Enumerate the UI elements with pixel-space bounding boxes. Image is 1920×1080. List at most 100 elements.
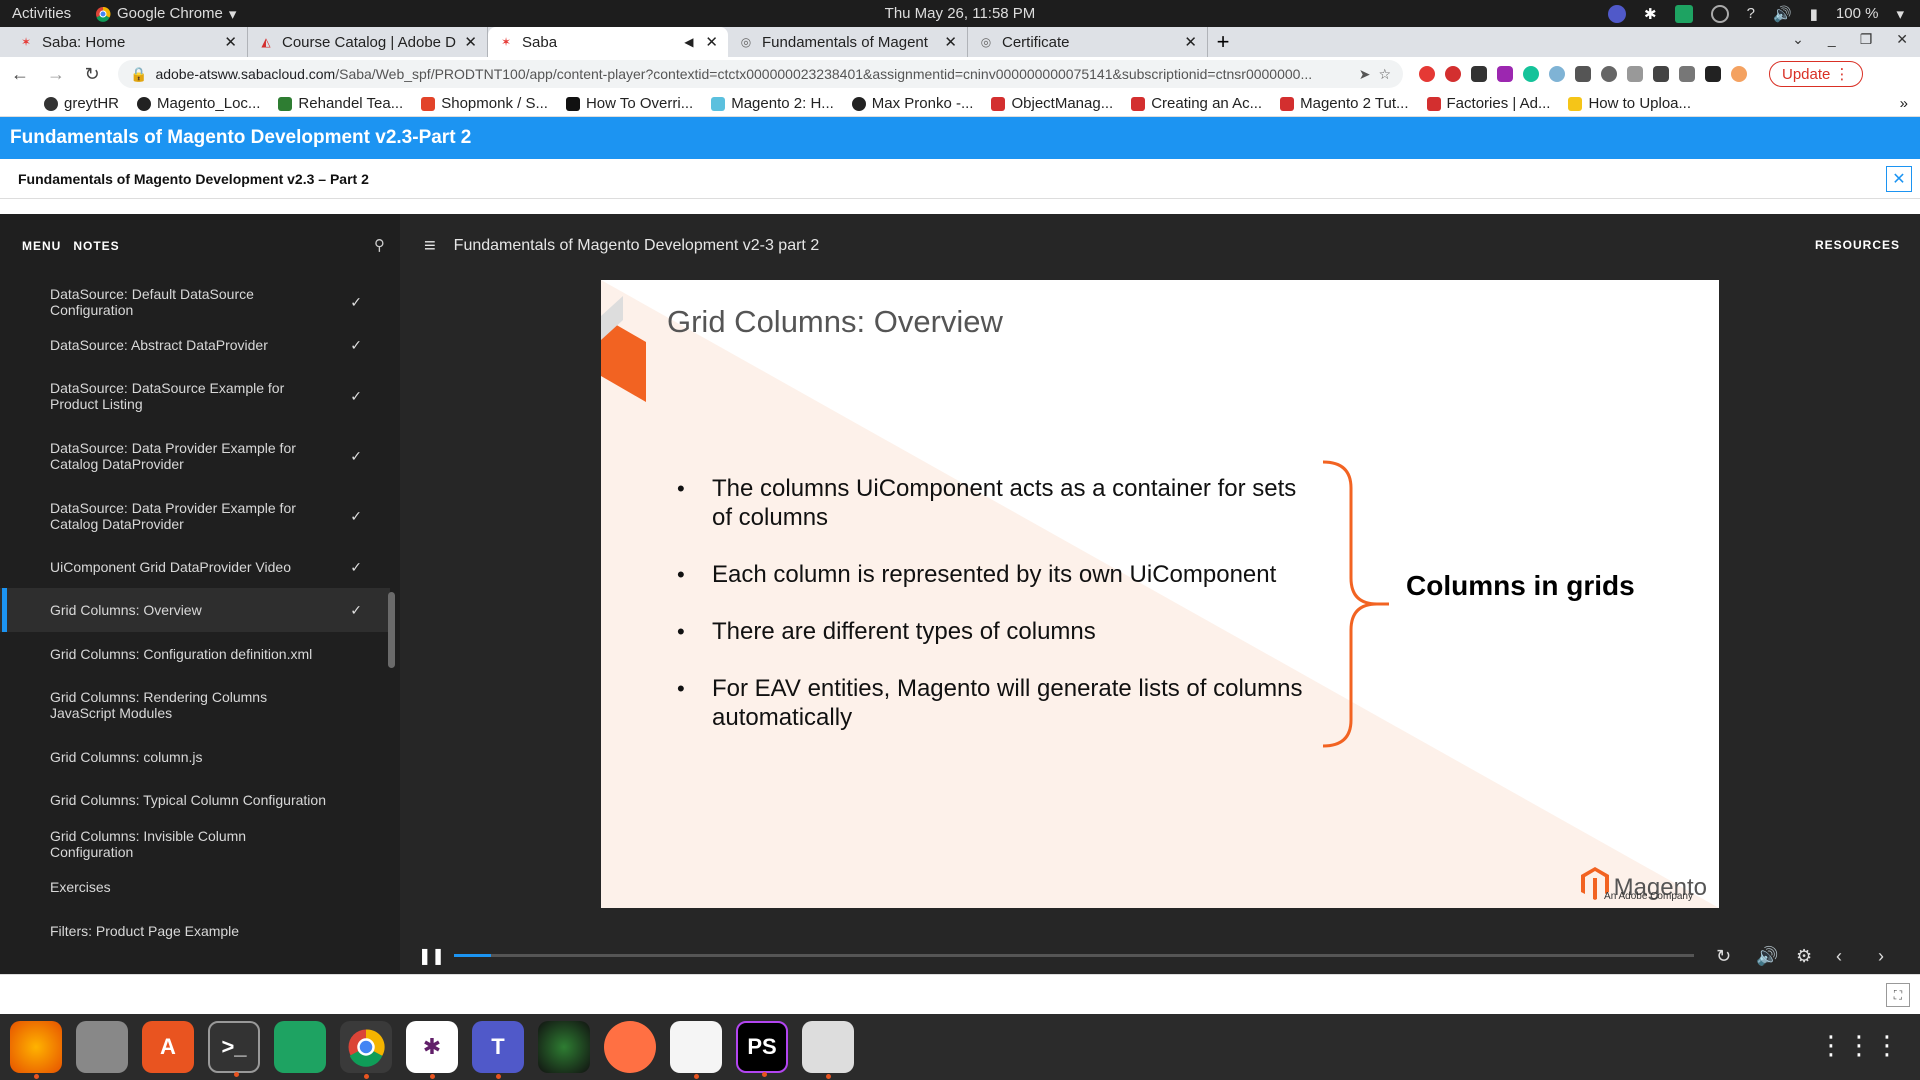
bookmark-item[interactable]: greytHR	[44, 95, 119, 112]
list-item[interactable]: Exercises	[0, 865, 390, 909]
bookmark-item[interactable]: Shopmonk / S...	[421, 95, 548, 112]
software-icon[interactable]: A	[142, 1021, 194, 1073]
list-item[interactable]: UiComponent Grid DataProvider Video✓	[0, 545, 390, 588]
tab-saba[interactable]: ✶ Saba ◀ ✕	[488, 27, 728, 57]
new-tab-button[interactable]: +	[1216, 29, 1230, 54]
sync-tray-icon[interactable]	[1710, 4, 1729, 23]
bookmark-star-icon[interactable]: ☆	[1378, 65, 1391, 82]
hamburger-icon[interactable]: ≡	[424, 234, 436, 257]
bookmark-item[interactable]: ObjectManag...	[991, 95, 1113, 112]
volume-icon[interactable]: 🔊	[1756, 945, 1779, 966]
bookmark-item[interactable]: Factories | Ad...	[1426, 95, 1550, 112]
show-apps-icon[interactable]: ⋮⋮⋮	[1818, 1030, 1902, 1060]
send-icon[interactable]: ➤	[1358, 65, 1371, 82]
extension-icon[interactable]	[1419, 66, 1435, 82]
more-bookmarks-icon[interactable]: »	[1899, 95, 1908, 112]
bookmark-item[interactable]: Rehandel Tea...	[278, 95, 403, 112]
extension-icon[interactable]	[1497, 66, 1513, 82]
bookmark-item[interactable]: How To Overri...	[565, 95, 693, 112]
adblock-icon[interactable]	[1445, 66, 1461, 82]
list-item[interactable]: DataSource: Default DataSource Configura…	[0, 280, 390, 323]
phpstorm-icon[interactable]: PS	[736, 1021, 788, 1077]
extension-icon[interactable]	[1627, 66, 1643, 82]
chrome-icon[interactable]	[340, 1021, 392, 1079]
restore-icon[interactable]: ❐	[1859, 31, 1873, 47]
avatar[interactable]	[1731, 66, 1747, 82]
battery-icon[interactable]: ▮	[1809, 5, 1818, 23]
tab-notes[interactable]: NOTES	[73, 239, 120, 253]
address-bar[interactable]: 🔒 adobe-atsww.sabacloud.com/Saba/Web_spf…	[118, 60, 1403, 88]
grammarly-icon[interactable]	[1523, 66, 1539, 82]
chat-icon[interactable]	[274, 1021, 326, 1073]
help-icon[interactable]: ?	[1746, 5, 1755, 22]
list-item[interactable]: Grid Columns: Invisible Column Configura…	[0, 822, 390, 865]
teams-icon[interactable]: T	[472, 1021, 524, 1079]
slack-icon[interactable]: ✱	[406, 1021, 458, 1079]
close-icon[interactable]: ✕	[224, 34, 237, 51]
close-icon[interactable]: ✕	[1184, 34, 1197, 51]
activities-button[interactable]: Activities	[12, 5, 72, 22]
side-panel-icon[interactable]	[1705, 66, 1721, 82]
teams-tray-icon[interactable]	[1608, 4, 1627, 23]
sidebar-scrollbar[interactable]	[388, 592, 395, 668]
list-item[interactable]: Grid Columns: Rendering Columns JavaScri…	[0, 675, 390, 735]
text-editor-icon[interactable]	[670, 1021, 722, 1079]
extension-icon[interactable]	[1575, 66, 1591, 82]
volume-icon[interactable]: 🔊	[1772, 5, 1792, 23]
next-icon[interactable]: ›	[1878, 945, 1884, 966]
list-item[interactable]: Grid Columns: Configuration definition.x…	[0, 632, 390, 675]
tab-saba-home[interactable]: ✶ Saba: Home ✕	[8, 27, 248, 57]
app-menu[interactable]: Google Chrome ▾	[95, 5, 236, 23]
extension-icon[interactable]	[1471, 66, 1487, 82]
tab-course-catalog[interactable]: ◭ Course Catalog | Adobe D ✕	[248, 27, 488, 57]
extension-icon[interactable]	[1549, 66, 1565, 82]
terminal-icon[interactable]: >_	[208, 1021, 260, 1077]
tab-menu[interactable]: MENU	[22, 239, 62, 253]
close-icon[interactable]: ✕	[705, 34, 718, 51]
fullscreen-icon[interactable]: ⛶	[1886, 983, 1910, 1007]
search-icon[interactable]: ⚲	[374, 237, 386, 254]
tab-certificate[interactable]: ◎ Certificate ✕	[968, 27, 1208, 57]
bookmark-item[interactable]: Max Pronko -...	[851, 95, 973, 112]
replay-icon[interactable]: ↻	[1716, 945, 1732, 966]
settings-extension-icon[interactable]	[1601, 66, 1617, 82]
minimize-icon[interactable]: _	[1827, 31, 1836, 47]
update-button[interactable]: Update ⋮	[1769, 61, 1863, 87]
close-player-button[interactable]: ✕	[1886, 166, 1912, 192]
tab-fundamentals[interactable]: ◎ Fundamentals of Magent ✕	[728, 27, 968, 57]
files-icon[interactable]	[76, 1021, 128, 1073]
chevron-down-icon[interactable]: ▾	[1896, 5, 1904, 23]
url-text[interactable]: adobe-atsww.sabacloud.com/Saba/Web_spf/P…	[155, 66, 1350, 82]
puzzle-icon[interactable]	[1653, 66, 1669, 82]
lock-icon[interactable]: 🔒	[130, 65, 148, 82]
bookmark-item[interactable]: Magento 2 Tut...	[1280, 95, 1409, 112]
system-tray[interactable]: ✱ ? 🔊 ▮ 100 % ▾	[1608, 4, 1920, 23]
close-icon[interactable]: ✕	[464, 34, 477, 51]
previous-icon[interactable]: ‹	[1836, 945, 1842, 966]
reload-icon[interactable]: ↻	[84, 63, 100, 84]
tab-search-icon[interactable]: ⌄	[1792, 31, 1804, 47]
bookmark-item[interactable]: Magento 2: H...	[711, 95, 834, 112]
list-item[interactable]: DataSource: Data Provider Example for Ca…	[0, 486, 390, 545]
pause-icon[interactable]: ❚❚	[418, 948, 445, 965]
bookmark-item[interactable]: How to Uploa...	[1568, 95, 1691, 112]
camera-icon[interactable]	[538, 1021, 590, 1073]
close-icon[interactable]: ✕	[944, 34, 957, 51]
forward-icon[interactable]: →	[47, 63, 65, 84]
list-item[interactable]: DataSource: Data Provider Example for Ca…	[0, 426, 390, 486]
back-icon[interactable]: ←	[11, 63, 29, 84]
settings-icon[interactable]: ⚙	[1796, 945, 1813, 966]
bookmark-item[interactable]: Magento_Loc...	[137, 95, 260, 112]
close-window-icon[interactable]: ✕	[1896, 31, 1908, 47]
list-item[interactable]: DataSource: Abstract DataProvider✓	[0, 323, 390, 366]
reading-list-icon[interactable]	[1679, 66, 1695, 82]
list-item[interactable]: Grid Columns: Typical Column Configurati…	[0, 778, 390, 822]
list-item-selected[interactable]: Grid Columns: Overview✓	[0, 588, 390, 632]
postman-icon[interactable]	[604, 1021, 656, 1073]
resources-button[interactable]: RESOURCES	[1814, 238, 1900, 252]
image-viewer-icon[interactable]	[802, 1021, 854, 1079]
list-item[interactable]: DataSource: DataSource Example for Produ…	[0, 366, 390, 426]
chat-tray-icon[interactable]	[1674, 4, 1693, 23]
progress-bar[interactable]	[454, 954, 1694, 957]
firefox-icon[interactable]	[10, 1021, 62, 1079]
